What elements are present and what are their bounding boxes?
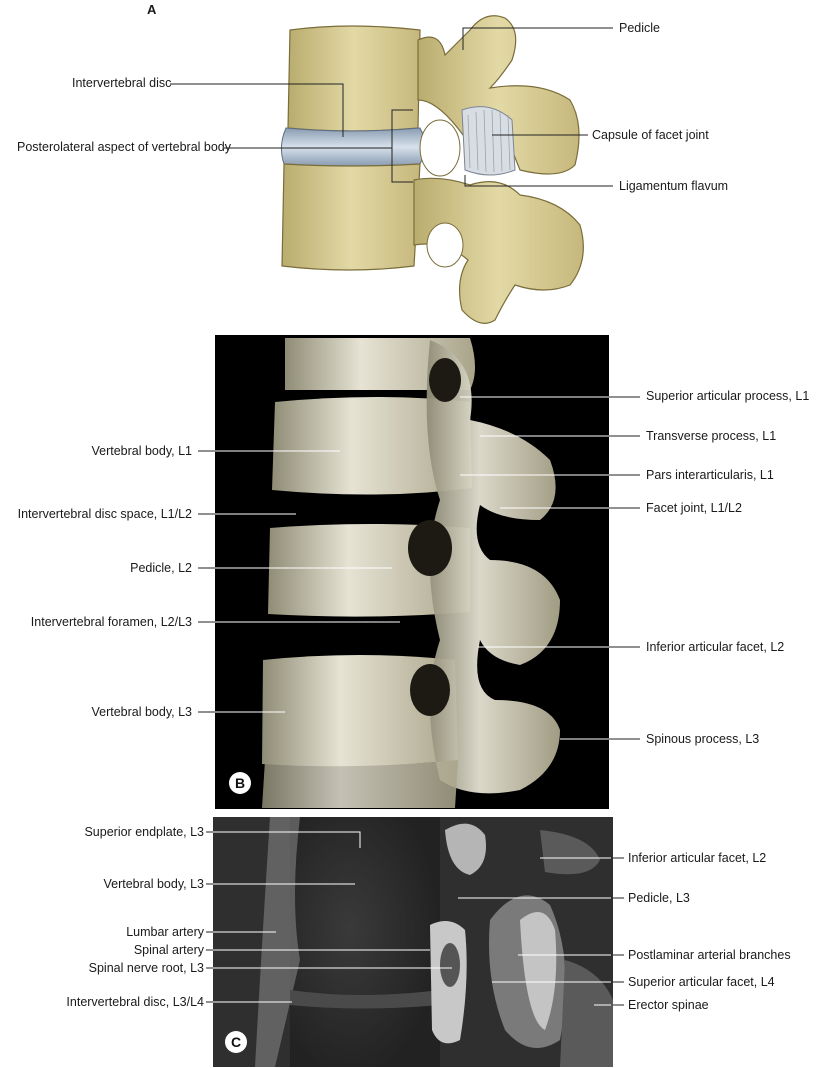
- panel-c-letter: C: [225, 1031, 247, 1053]
- label-inferior-articular-facet-l2-b: Inferior articular facet, L2: [646, 640, 785, 654]
- panel-c-leaders-outside: [206, 831, 624, 1006]
- panel-b-letter: B: [229, 772, 251, 794]
- label-spinal-nerve-root-l3: Spinal nerve root, L3: [88, 961, 204, 975]
- label-posterolateral-aspect: Posterolateral aspect of vertebral body: [17, 140, 232, 154]
- label-intervertebral-disc-l3l4: Intervertebral disc, L3/L4: [66, 995, 204, 1009]
- label-superior-endplate-l3: Superior endplate, L3: [84, 825, 204, 839]
- label-capsule-facet-joint: Capsule of facet joint: [592, 128, 709, 142]
- panel-c-mri: [206, 817, 613, 1067]
- label-ligamentum-flavum: Ligamentum flavum: [619, 179, 729, 193]
- label-superior-articular-facet-l4: Superior articular facet, L4: [628, 975, 775, 989]
- label-pedicle: Pedicle: [619, 21, 660, 35]
- label-intervertebral-disc-space: Intervertebral disc space, L1/L2: [17, 507, 192, 521]
- label-pedicle-l3: Pedicle, L3: [628, 891, 690, 905]
- panel-b-leaders-outside: [198, 396, 640, 740]
- label-lumbar-artery: Lumbar artery: [126, 925, 204, 939]
- label-vertebral-body-l1: Vertebral body, L1: [91, 444, 192, 458]
- label-pedicle-l2: Pedicle, L2: [130, 561, 192, 575]
- label-inferior-articular-facet-l2-c: Inferior articular facet, L2: [628, 851, 767, 865]
- label-intervertebral-foramen: Intervertebral foramen, L2/L3: [30, 615, 192, 629]
- label-intervertebral-disc: Intervertebral disc: [72, 76, 172, 90]
- label-vertebral-body-l3-c: Vertebral body, L3: [103, 877, 204, 891]
- label-facet-joint: Facet joint, L1/L2: [646, 501, 742, 515]
- panel-b-ct-render: [198, 335, 640, 809]
- label-postlaminar-branches: Postlaminar arterial branches: [628, 948, 791, 962]
- label-spinous-process-l3: Spinous process, L3: [646, 732, 760, 746]
- label-vertebral-body-l3-b: Vertebral body, L3: [91, 705, 192, 719]
- label-transverse-process-l1: Transverse process, L1: [646, 429, 777, 443]
- label-spinal-artery: Spinal artery: [133, 943, 204, 957]
- label-pars-interarticularis-l1: Pars interarticularis, L1: [646, 468, 774, 482]
- label-superior-articular-process-l1: Superior articular process, L1: [646, 389, 810, 403]
- label-erector-spinae: Erector spinae: [628, 998, 709, 1012]
- panel-a-letter: A: [147, 2, 157, 17]
- panel-a-illustration: [170, 15, 613, 324]
